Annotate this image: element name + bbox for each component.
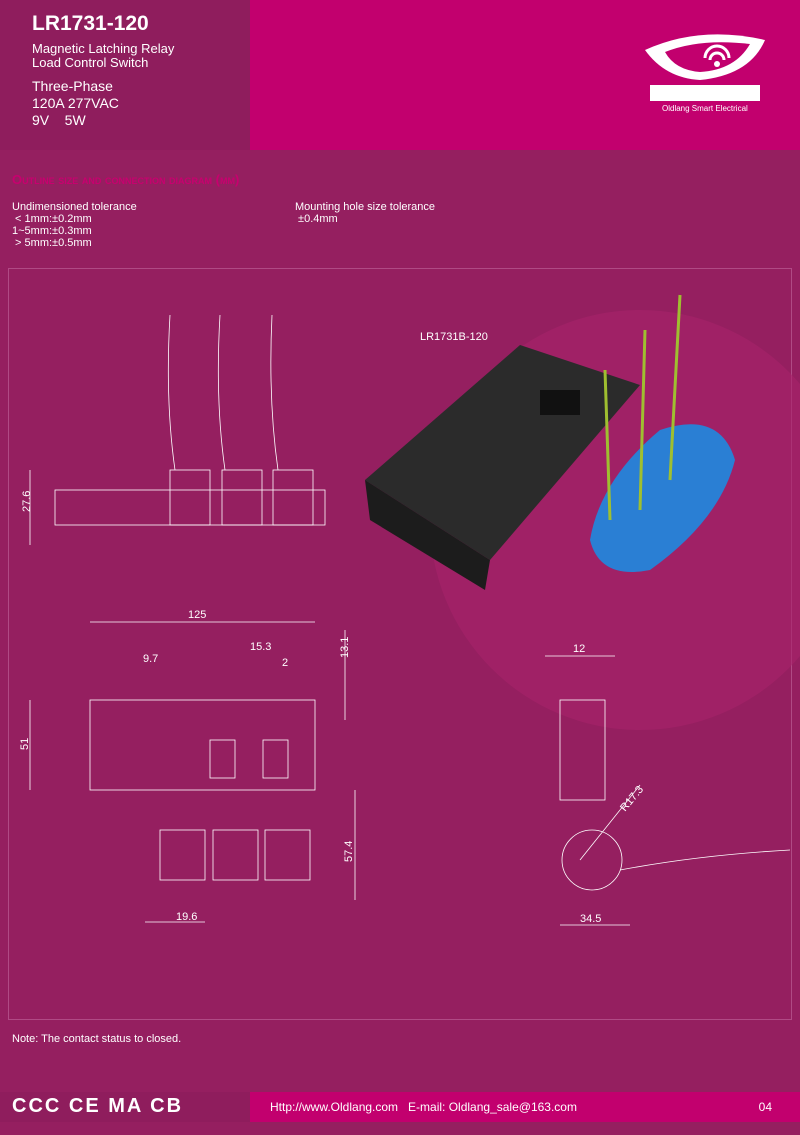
dim-side-width: 12 bbox=[573, 643, 585, 655]
spec-line: 9V 5W bbox=[32, 112, 86, 128]
page-number: 04 bbox=[758, 1100, 772, 1114]
product-label: LR1731B-120 bbox=[420, 331, 488, 343]
model-title: LR1731-120 bbox=[32, 12, 149, 35]
contact-info: Http://www.Oldlang.com E-mail: Oldlang_s… bbox=[270, 1100, 577, 1114]
spec-line: Three-Phase bbox=[32, 78, 113, 94]
header-left-panel bbox=[0, 0, 250, 150]
dim-wire: 57.4 bbox=[343, 841, 355, 862]
product-render bbox=[365, 294, 735, 590]
end-view bbox=[545, 655, 791, 926]
hole-tolerance-value: ±0.4mm bbox=[295, 213, 338, 225]
subtitle-line: Load Control Switch bbox=[32, 55, 149, 70]
certification-marks: CCC CE MA CB bbox=[12, 1095, 184, 1117]
note-text: Note: The contact status to closed. bbox=[12, 1033, 182, 1045]
dim-height-side: 27.6 bbox=[21, 491, 33, 512]
dim-ct: 19.6 bbox=[176, 911, 197, 923]
tolerance-line: > 5mm:±0.5mm bbox=[12, 237, 92, 249]
subtitle-line: Magnetic Latching Relay bbox=[32, 41, 175, 56]
spec-line: 120A 277VAC bbox=[32, 95, 119, 111]
logo-tagline: Oldlang Smart Electrical bbox=[662, 104, 748, 113]
dim-body: 51 bbox=[19, 738, 31, 750]
front-view bbox=[29, 621, 356, 923]
side-view bbox=[29, 314, 326, 545]
dim-gap: 2 bbox=[282, 657, 288, 669]
tolerance-line: < 1mm:±0.2mm bbox=[12, 213, 92, 225]
dim-ct-width: 34.5 bbox=[580, 913, 601, 925]
dim-pitch: 9.7 bbox=[143, 653, 158, 665]
oldlang-logo: Oldlang Smart Electrical bbox=[640, 30, 770, 120]
tolerance-line: 1~5mm:±0.3mm bbox=[12, 225, 92, 237]
footer-bar: Http://www.Oldlang.com E-mail: Oldlang_s… bbox=[250, 1092, 800, 1122]
hole-tolerance-title: Mounting hole size tolerance bbox=[295, 201, 436, 213]
dim-radius: R17.3 bbox=[618, 784, 646, 814]
dim-width: 125 bbox=[188, 609, 206, 621]
section-title: Outline size and connection diagram (mm) bbox=[12, 172, 240, 187]
dim-spacing: 15.3 bbox=[250, 641, 271, 653]
logo-eye-icon bbox=[645, 34, 765, 101]
tolerance-title: Undimensioned tolerance bbox=[12, 201, 137, 213]
dim-top: 13.1 bbox=[339, 637, 351, 658]
footer-left bbox=[0, 1092, 250, 1122]
